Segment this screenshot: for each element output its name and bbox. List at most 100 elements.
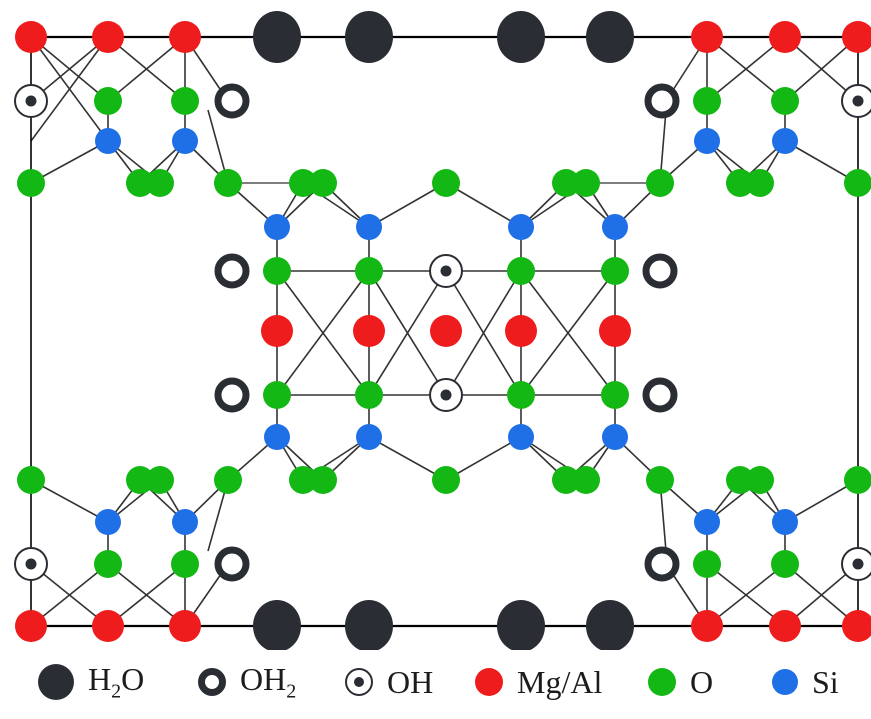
oh-group-center-89 — [440, 389, 452, 401]
mg-al-atom-9 — [15, 21, 47, 53]
legend-silicon-icon — [772, 669, 798, 695]
legend-label-oxygen: O — [690, 663, 714, 700]
oxygen-atom-45 — [289, 169, 317, 197]
oxygen-atom-24 — [171, 550, 199, 578]
oh2-group-93 — [644, 546, 680, 582]
legend-item-water: H2O — [38, 660, 144, 704]
oxygen-atom-46 — [289, 466, 317, 494]
oxygen-atom-22 — [94, 550, 122, 578]
oxygen-atom-60 — [746, 466, 774, 494]
bond-101 — [706, 563, 786, 627]
mg-al-atom-11 — [92, 21, 124, 53]
legend-oh-dot-icon — [354, 677, 364, 687]
silicon-atom-70 — [602, 424, 628, 450]
mg-al-atom-80 — [353, 315, 385, 347]
oxygen-atom-72 — [263, 381, 291, 409]
mg-al-atom-16 — [691, 610, 723, 642]
oxygen-atom-74 — [355, 381, 383, 409]
bond-2 — [276, 270, 370, 396]
silicon-atom-65 — [356, 214, 382, 240]
mg-al-atom-10 — [15, 610, 47, 642]
legend: H2O OH2 OH Mg/Al O Si — [0, 650, 871, 719]
oxygen-atom-21 — [94, 87, 122, 115]
oh2-group-96 — [214, 377, 250, 413]
silicon-atom-66 — [356, 424, 382, 450]
bond-75 — [706, 36, 786, 102]
bond-85 — [784, 140, 859, 184]
bond-77 — [784, 36, 859, 102]
water-molecule-5 — [497, 11, 545, 63]
oxygen-atom-25 — [693, 87, 721, 115]
silicon-atom-67 — [508, 214, 534, 240]
bond-68 — [30, 140, 109, 184]
water-molecule-1 — [253, 11, 301, 63]
mg-al-atom-19 — [842, 21, 871, 53]
oxygen-atom-59 — [746, 169, 774, 197]
oxygen-atom-49 — [432, 169, 460, 197]
legend-item-oxygen: O — [648, 660, 713, 704]
oxygen-atom-23 — [171, 87, 199, 115]
oh2-group-92 — [214, 546, 250, 582]
oxygen-atom-27 — [771, 87, 799, 115]
silicon-atom-64 — [264, 424, 290, 450]
oxygen-atom-71 — [263, 257, 291, 285]
oxygen-atom-78 — [601, 381, 629, 409]
legend-label-oh2: OH2 — [240, 660, 297, 703]
oxygen-atom-54 — [572, 466, 600, 494]
water-molecule-8 — [586, 600, 634, 650]
bond-30 — [368, 182, 447, 228]
legend-water-icon — [38, 664, 74, 700]
bond-31 — [445, 182, 522, 228]
silicon-atom-34 — [694, 509, 720, 535]
silicon-atom-35 — [772, 128, 798, 154]
silicon-atom-69 — [602, 214, 628, 240]
water-molecule-2 — [253, 600, 301, 650]
oxygen-atom-76 — [507, 381, 535, 409]
oxygen-atom-43 — [214, 169, 242, 197]
oh2-group-95 — [642, 253, 678, 289]
legend-oh2-icon — [198, 668, 226, 696]
mg-al-atom-12 — [92, 610, 124, 642]
silicon-atom-63 — [264, 214, 290, 240]
mg-al-atom-13 — [169, 21, 201, 53]
oxygen-atom-28 — [771, 550, 799, 578]
bond-44 — [368, 436, 447, 481]
oxygen-atom-58 — [726, 466, 754, 494]
legend-oxygen-icon — [648, 668, 676, 696]
mg-al-atom-82 — [505, 315, 537, 347]
oh-group-center-88 — [440, 265, 452, 277]
mg-al-atom-20 — [842, 610, 871, 642]
oxygen-atom-52 — [552, 466, 580, 494]
oxygen-atom-39 — [126, 169, 154, 197]
mg-al-atom-79 — [261, 315, 293, 347]
mg-al-atom-17 — [769, 21, 801, 53]
atoms-layer — [14, 11, 871, 650]
legend-item-oh: OH — [345, 660, 433, 704]
mg-al-atom-14 — [169, 610, 201, 642]
oxygen-atom-57 — [726, 169, 754, 197]
mg-al-atom-81 — [430, 315, 462, 347]
oxygen-atom-42 — [146, 466, 174, 494]
legend-label-oh: OH — [387, 663, 434, 700]
oh2-group-97 — [642, 377, 678, 413]
oxygen-atom-40 — [126, 466, 154, 494]
bond-8 — [520, 270, 616, 396]
bond-111 — [784, 479, 859, 523]
water-molecule-6 — [497, 600, 545, 650]
oxygen-atom-61 — [844, 169, 871, 197]
oxygen-atom-44 — [214, 466, 242, 494]
oh-group-center-87 — [852, 558, 864, 570]
oh2-group-90 — [214, 83, 250, 119]
oh-group-center-86 — [25, 558, 37, 570]
mg-al-atom-83 — [599, 315, 631, 347]
oh2-group-91 — [644, 83, 680, 119]
silicon-atom-68 — [508, 424, 534, 450]
legend-label-mg-al: Mg/Al — [517, 663, 603, 700]
mg-al-atom-18 — [769, 610, 801, 642]
legend-item-mg-al: Mg/Al — [475, 660, 602, 704]
oxygen-atom-41 — [146, 169, 174, 197]
water-molecule-3 — [345, 11, 393, 63]
oxygen-atom-55 — [646, 169, 674, 197]
water-molecule-7 — [586, 11, 634, 63]
legend-label-water: H2O — [88, 660, 145, 703]
